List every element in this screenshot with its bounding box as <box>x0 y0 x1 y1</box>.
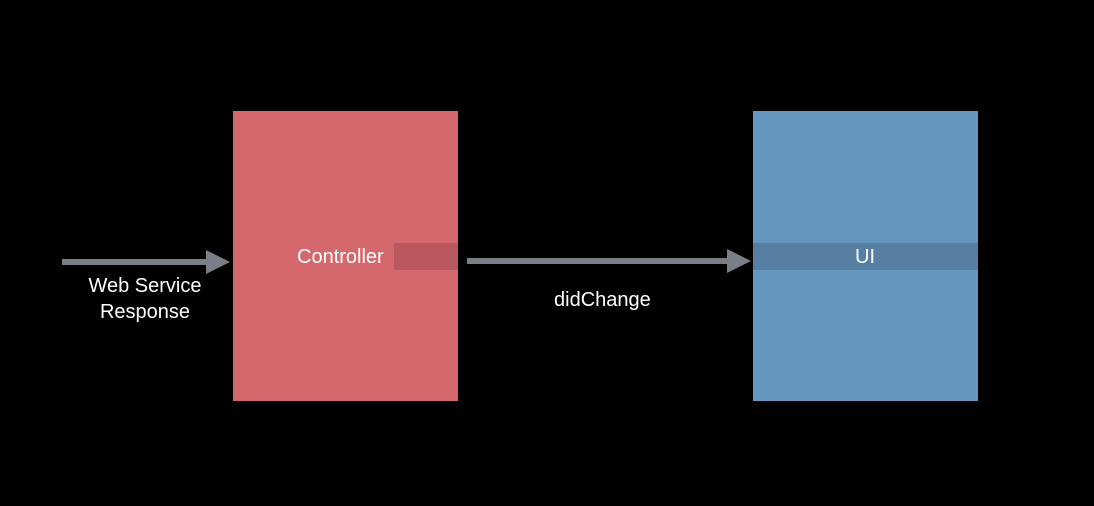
ui-connector-band <box>753 243 978 270</box>
input-arrow <box>62 250 230 274</box>
did-change-edge-label: didChange <box>554 289 651 311</box>
controller-label: Controller <box>297 246 384 268</box>
controller-connector-band <box>394 243 458 270</box>
input-arrow-head <box>206 250 230 274</box>
did-change-arrow-head <box>727 249 751 273</box>
ui-label: UI <box>855 246 875 268</box>
did-change-arrow <box>467 249 751 273</box>
input-edge-label: Web Service Response <box>88 275 202 323</box>
